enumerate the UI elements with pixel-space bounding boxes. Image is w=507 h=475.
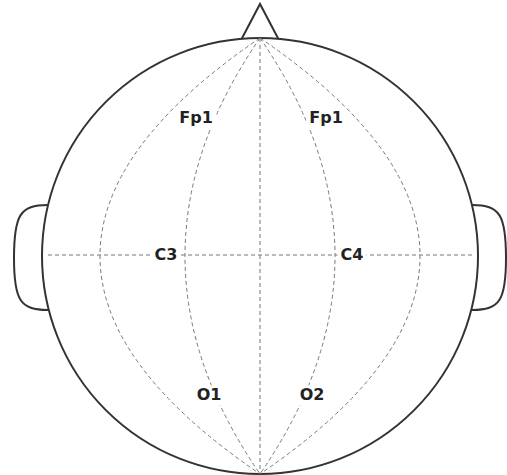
left-outer-meridian: [100, 38, 260, 474]
coronal-line: [48, 255, 472, 256]
electrode-label: C4: [338, 245, 367, 265]
electrode-lines: [48, 38, 472, 474]
left-inner-meridian: [185, 38, 260, 474]
electrode-label: O2: [297, 385, 328, 405]
right-outer-meridian: [260, 38, 420, 474]
electrode-label: Fp1: [306, 108, 346, 128]
nose: [240, 4, 280, 42]
head-outline: [42, 38, 478, 474]
right-inner-meridian: [260, 38, 335, 474]
electrode-label: C3: [152, 245, 181, 265]
midline: [260, 38, 261, 474]
electrode-label: Fp1: [176, 108, 216, 128]
electrode-label: O1: [194, 385, 225, 405]
